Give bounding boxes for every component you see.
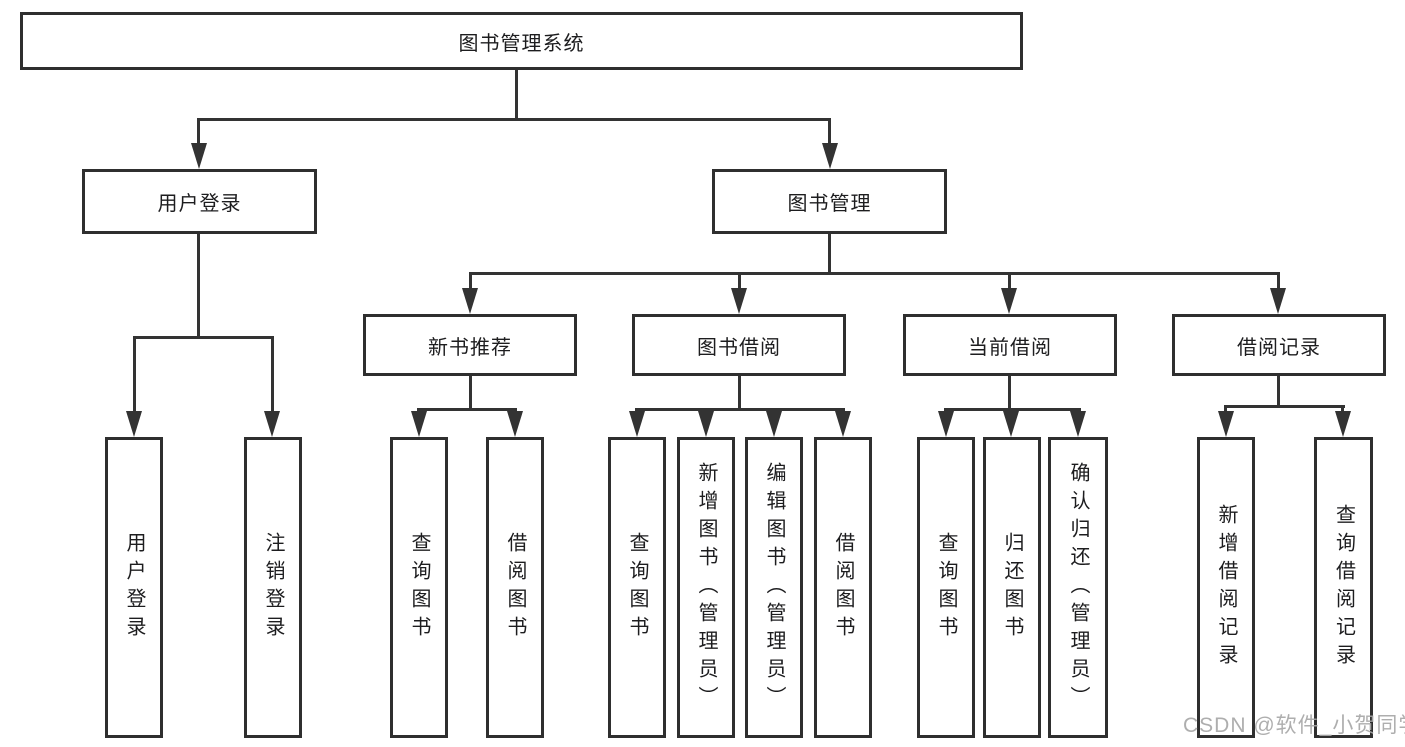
leaf-label: 借阅图书 (504, 531, 526, 644)
node-label: 借阅记录 (1237, 336, 1321, 359)
leaf-borrowing-query-books: 查询图书 (608, 437, 666, 738)
arrow-down-icon (191, 143, 207, 169)
leaf-current-confirm-return-admin: 确认归还（管理员） (1048, 437, 1108, 738)
arrow-down-icon (462, 288, 478, 314)
arrow-down-icon (411, 411, 427, 437)
connector-line (1224, 405, 1227, 413)
connector-line (635, 408, 845, 411)
leaf-current-query-books: 查询图书 (917, 437, 975, 738)
node-label: 图书管理 (787, 193, 872, 215)
node-label: 图书借阅 (697, 336, 781, 359)
node-borrowing-records: 借阅记录 (1172, 314, 1386, 376)
leaf-label: 新增借阅记录 (1215, 503, 1237, 672)
leaf-current-return-books: 归还图书 (983, 437, 1041, 738)
connector-line (1008, 275, 1011, 288)
arrow-down-icon (1001, 288, 1017, 314)
leaf-borrowing-borrow-books: 借阅图书 (814, 437, 872, 738)
arrow-down-icon (1270, 288, 1286, 314)
connector-line (1277, 275, 1280, 288)
leaf-label: 查询图书 (408, 531, 430, 644)
arrow-down-icon (938, 411, 954, 437)
leaf-records-query-borrow-record: 查询借阅记录 (1314, 437, 1373, 738)
leaf-recommend-query-books: 查询图书 (390, 437, 448, 738)
connector-line (944, 408, 1081, 411)
node-label: 当前借阅 (968, 336, 1052, 359)
leaf-user-login: 用户登录 (105, 437, 163, 738)
arrow-down-icon (1218, 411, 1234, 437)
connector-line (133, 339, 136, 411)
connector-line (271, 339, 274, 411)
connector-line (738, 275, 741, 288)
connector-line (469, 376, 472, 411)
arrow-down-icon (507, 411, 523, 437)
connector-line (1341, 405, 1344, 413)
node-book-borrowing: 图书借阅 (632, 314, 846, 376)
node-book-management: 图书管理 (712, 169, 947, 234)
connector-line (1277, 376, 1280, 408)
leaf-label: 注销登录 (262, 531, 284, 644)
watermark: CSDN @软件_小贺同学 (1183, 714, 1405, 737)
arrow-down-icon (1070, 411, 1086, 437)
arrow-down-icon (629, 411, 645, 437)
leaf-label: 查询借阅记录 (1332, 503, 1355, 672)
node-root-library-system: 图书管理系统 (20, 12, 1023, 70)
connector-line (1224, 405, 1345, 408)
connector-line (197, 118, 200, 143)
arrow-down-icon (731, 288, 747, 314)
connector-line (133, 336, 274, 339)
leaf-label: 新增图书（管理员） (695, 461, 717, 714)
node-label: 用户登录 (157, 193, 242, 215)
leaf-logout-login: 注销登录 (244, 437, 302, 738)
connector-line (197, 118, 831, 121)
node-label: 图书管理系统 (458, 32, 585, 55)
arrow-down-icon (264, 411, 280, 437)
arrow-down-icon (822, 143, 838, 169)
leaf-borrowing-add-books-admin: 新增图书（管理员） (677, 437, 735, 738)
connector-line (828, 118, 831, 143)
leaf-label: 查询图书 (935, 531, 957, 644)
leaf-recommend-borrow-books: 借阅图书 (486, 437, 544, 738)
connector-line (469, 275, 472, 288)
connector-line (515, 70, 518, 118)
connector-line (417, 408, 517, 411)
leaf-label: 编辑图书（管理员） (763, 461, 785, 714)
leaf-label: 确认归还（管理员） (1067, 461, 1089, 714)
connector-line (197, 234, 200, 338)
leaf-borrowing-edit-books-admin: 编辑图书（管理员） (745, 437, 803, 738)
leaf-label: 归还图书 (1001, 531, 1023, 644)
leaf-label: 借阅图书 (832, 531, 854, 644)
connector-line (469, 272, 1280, 275)
arrow-down-icon (698, 411, 714, 437)
arrow-down-icon (766, 411, 782, 437)
leaf-label: 用户登录 (123, 531, 145, 644)
node-current-borrowing: 当前借阅 (903, 314, 1117, 376)
connector-line (1008, 376, 1011, 411)
arrow-down-icon (835, 411, 851, 437)
node-new-book-recommend: 新书推荐 (363, 314, 577, 376)
leaf-records-add-borrow-record: 新增借阅记录 (1197, 437, 1255, 738)
connector-line (738, 376, 741, 411)
node-user-login: 用户登录 (82, 169, 317, 234)
leaf-label: 查询图书 (626, 531, 648, 644)
node-label: 新书推荐 (428, 336, 512, 359)
arrow-down-icon (1003, 411, 1019, 437)
arrow-down-icon (1335, 411, 1351, 437)
connector-line (828, 234, 831, 274)
arrow-down-icon (126, 411, 142, 437)
